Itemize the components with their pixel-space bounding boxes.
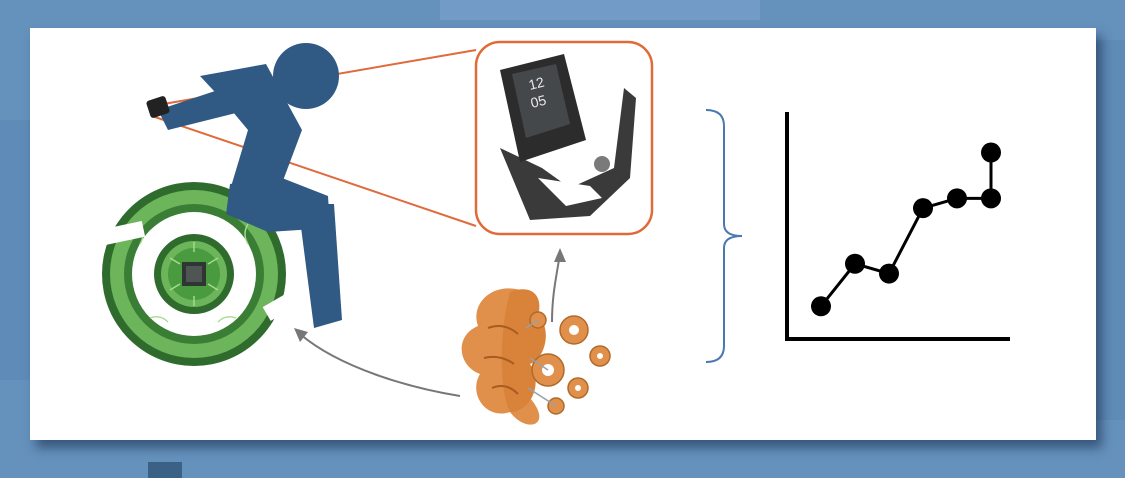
wrist-sensor-icon [146, 96, 170, 118]
bracket [705, 109, 743, 363]
data-point [981, 188, 1001, 209]
smartwatch-icon: 12 05 [474, 40, 654, 236]
diagram-panel: 12 05 [30, 28, 1096, 440]
wheelchair-user-icon [92, 43, 342, 366]
brain-gears-icon [461, 288, 611, 425]
wheel-icon [92, 182, 306, 366]
watch-hour-text: 12 [527, 74, 546, 93]
data-point [879, 263, 899, 284]
watch-minute-text: 05 [529, 92, 548, 111]
data-point [981, 142, 1001, 163]
arrow-left-icon [294, 328, 308, 342]
feedback-arrows [294, 248, 566, 397]
series-line [819, 152, 993, 308]
arrow-up-icon [554, 248, 566, 262]
data-point [845, 253, 865, 274]
data-point [811, 296, 831, 317]
data-point [947, 188, 967, 209]
footer-tab [148, 462, 182, 478]
line-chart-icon [785, 112, 1010, 341]
data-point [913, 198, 933, 219]
